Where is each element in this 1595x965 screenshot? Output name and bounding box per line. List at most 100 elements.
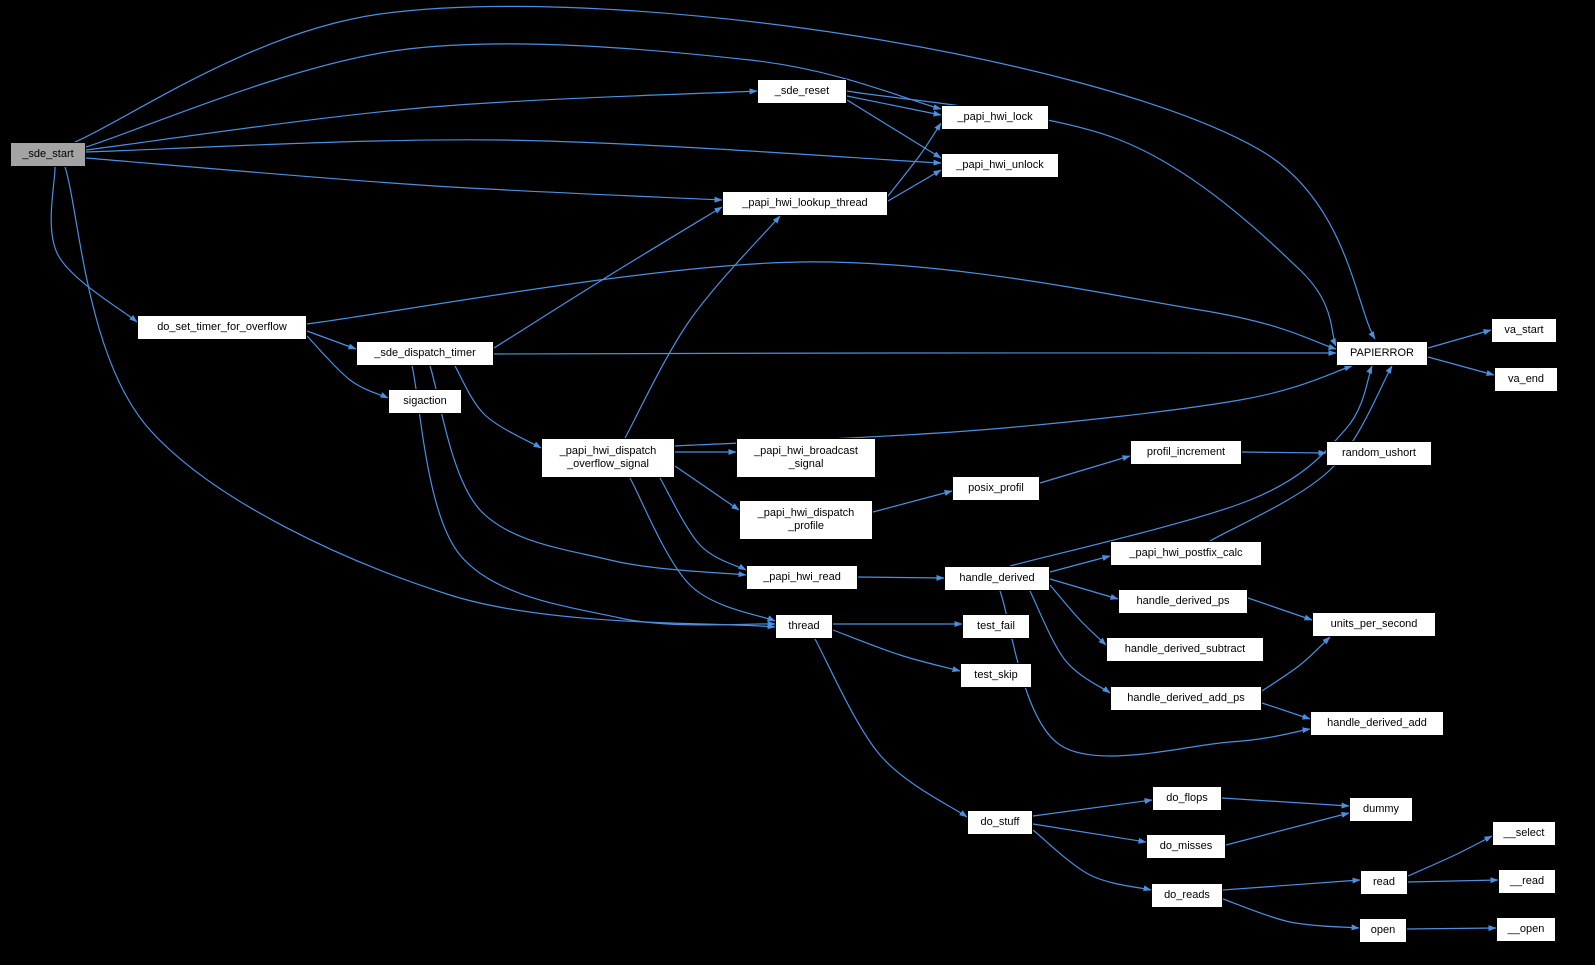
node-uu_select[interactable]: __select <box>1492 821 1556 846</box>
node-va_end[interactable]: va_end <box>1494 367 1558 392</box>
node-label: dummy <box>1362 803 1400 815</box>
node-papi_hwi_dispatch_overflow_signal[interactable]: _papi_hwi_dispatch_overflow_signal <box>541 438 675 478</box>
edge-sde_reset-to-papi_hwi_unlock <box>846 99 942 159</box>
node-sigaction[interactable]: sigaction <box>388 389 462 414</box>
node-handle_derived[interactable]: handle_derived <box>944 566 1050 591</box>
node-label: _papi_hwi_read <box>763 571 841 583</box>
node-sde_dispatch_timer[interactable]: _sde_dispatch_timer <box>356 341 494 366</box>
node-posix_profil[interactable]: posix_profil <box>952 476 1040 501</box>
edge-sde_start-to-sde_reset <box>85 88 758 151</box>
edge-PAPIERROR-to-va_end <box>1427 356 1495 376</box>
node-dummy[interactable]: dummy <box>1349 797 1413 822</box>
edge-do_reads-to-open <box>1222 898 1360 931</box>
edge-sde_start-to-papi_hwi_lock <box>85 43 942 148</box>
node-label: do_flops <box>1166 792 1208 804</box>
node-label: __select <box>1503 827 1545 839</box>
node-label: posix_profil <box>968 482 1024 494</box>
node-test_fail[interactable]: test_fail <box>962 614 1030 639</box>
node-label: _sde_dispatch_timer <box>374 347 476 359</box>
node-units_per_second[interactable]: units_per_second <box>1312 612 1436 637</box>
node-do_flops[interactable]: do_flops <box>1152 786 1222 811</box>
node-handle_derived_add_ps[interactable]: handle_derived_add_ps <box>1110 686 1262 711</box>
node-label: test_skip <box>974 669 1018 681</box>
node-label: __open <box>1507 923 1545 935</box>
node-label: random_ushort <box>1342 447 1416 459</box>
edge-do_misses-to-dummy <box>1225 811 1350 846</box>
edge-handle_derived-to-handle_derived_add_ps <box>1029 590 1111 694</box>
edge-sde_dispatch_timer-to-thread <box>411 365 776 627</box>
edge-handle_derived_ps-to-units_per_second <box>1247 597 1313 621</box>
node-label: _papi_hwi_unlock <box>956 159 1044 171</box>
edge-papi_hwi_dispatch_overflow_signal-to-thread <box>629 477 776 622</box>
node-label: handle_derived_subtract <box>1124 643 1246 655</box>
node-random_ushort[interactable]: random_ushort <box>1326 441 1432 466</box>
edge-handle_derived-to-papi_hwi_postfix_calc <box>1049 555 1111 573</box>
node-label: _papi_hwi_lookup_thread <box>742 197 868 209</box>
node-label: do_stuff <box>980 816 1020 828</box>
node-label: va_end <box>1507 373 1545 385</box>
edge-papi_hwi_dispatch_overflow_signal-to-PAPIERROR <box>674 365 1353 447</box>
node-label: _sde_start <box>22 148 74 160</box>
node-do_reads[interactable]: do_reads <box>1151 883 1223 908</box>
node-thread[interactable]: thread <box>775 614 833 639</box>
edge-PAPIERROR-to-va_start <box>1427 329 1492 349</box>
edge-sde_start-to-thread <box>64 166 776 630</box>
node-label: handle_derived_add <box>1327 717 1427 729</box>
node-label: read <box>1372 876 1396 888</box>
node-label: _papi_hwi_dispatch <box>757 507 855 519</box>
node-uu_open[interactable]: __open <box>1496 917 1556 942</box>
node-read[interactable]: read <box>1360 870 1408 895</box>
node-uu_read[interactable]: __read <box>1498 869 1556 894</box>
node-label: handle_derived <box>959 572 1035 584</box>
edge-papi_hwi_dispatch_overflow_signal-to-papi_hwi_lookup_thread <box>624 215 781 439</box>
node-sde_reset[interactable]: _sde_reset <box>757 79 847 104</box>
edge-do_set_timer_for_overflow-to-sigaction <box>306 335 389 399</box>
node-handle_derived_ps[interactable]: handle_derived_ps <box>1118 589 1248 614</box>
edge-read-to-uu_read <box>1407 877 1499 884</box>
node-label: _sde_reset <box>774 85 830 97</box>
edge-sde_reset-to-papi_hwi_lock <box>846 95 942 117</box>
node-handle_derived_add[interactable]: handle_derived_add <box>1310 711 1444 736</box>
node-do_stuff[interactable]: do_stuff <box>967 810 1033 835</box>
edge-read-to-uu_select <box>1407 835 1493 877</box>
node-papi_hwi_lock[interactable]: _papi_hwi_lock <box>941 105 1049 130</box>
node-open[interactable]: open <box>1359 918 1407 943</box>
node-test_skip[interactable]: test_skip <box>960 663 1032 688</box>
node-label: _papi_hwi_lock <box>957 111 1033 123</box>
node-label: PAPIERROR <box>1350 347 1414 359</box>
edge-do_set_timer_for_overflow-to-sde_dispatch_timer <box>306 330 357 350</box>
node-label: do_reads <box>1164 889 1210 901</box>
edge-handle_derived-to-handle_derived_add <box>999 590 1311 757</box>
node-va_start[interactable]: va_start <box>1491 318 1557 343</box>
node-papi_hwi_broadcast_signal[interactable]: _papi_hwi_broadcast_signal <box>736 438 876 478</box>
node-label: do_misses <box>1159 840 1213 852</box>
edge-papi_hwi_lookup_thread-to-papi_hwi_unlock <box>887 169 942 202</box>
edge-do_flops-to-dummy <box>1221 797 1350 809</box>
node-label: _profile <box>787 520 825 532</box>
edge-handle_derived_add_ps-to-units_per_second <box>1261 636 1331 692</box>
node-label: _signal <box>788 458 824 470</box>
node-papi_hwi_read[interactable]: _papi_hwi_read <box>746 565 858 590</box>
node-sde_start[interactable]: _sde_start <box>10 142 86 167</box>
edge-do_set_timer_for_overflow-to-PAPIERROR <box>306 261 1337 350</box>
edge-papi_hwi_lookup_thread-to-papi_hwi_lock <box>887 122 942 197</box>
edge-sde_start-to-papi_hwi_lookup_thread <box>85 157 723 203</box>
node-profil_increment[interactable]: profil_increment <box>1130 440 1242 465</box>
edge-do_stuff-to-do_reads <box>1032 829 1152 892</box>
edge-sde_dispatch_timer-to-PAPIERROR <box>493 349 1337 356</box>
node-do_set_timer_for_overflow[interactable]: do_set_timer_for_overflow <box>137 315 307 340</box>
node-handle_derived_subtract[interactable]: handle_derived_subtract <box>1106 637 1264 662</box>
node-papi_hwi_dispatch_profile[interactable]: _papi_hwi_dispatch_profile <box>739 500 873 540</box>
node-papi_hwi_unlock[interactable]: _papi_hwi_unlock <box>941 153 1059 178</box>
edge-thread-to-do_stuff <box>814 638 968 818</box>
node-papi_hwi_lookup_thread[interactable]: _papi_hwi_lookup_thread <box>722 191 888 216</box>
edge-open-to-uu_open <box>1406 925 1497 932</box>
node-label: _papi_hwi_dispatch <box>559 445 657 457</box>
node-papi_hwi_postfix_calc[interactable]: _papi_hwi_postfix_calc <box>1110 541 1262 566</box>
node-do_misses[interactable]: do_misses <box>1146 834 1226 859</box>
edge-posix_profil-to-profil_increment <box>1039 455 1131 484</box>
node-label: handle_derived_add_ps <box>1127 692 1245 704</box>
node-label: _papi_hwi_broadcast <box>754 445 858 457</box>
node-PAPIERROR[interactable]: PAPIERROR <box>1336 341 1428 366</box>
